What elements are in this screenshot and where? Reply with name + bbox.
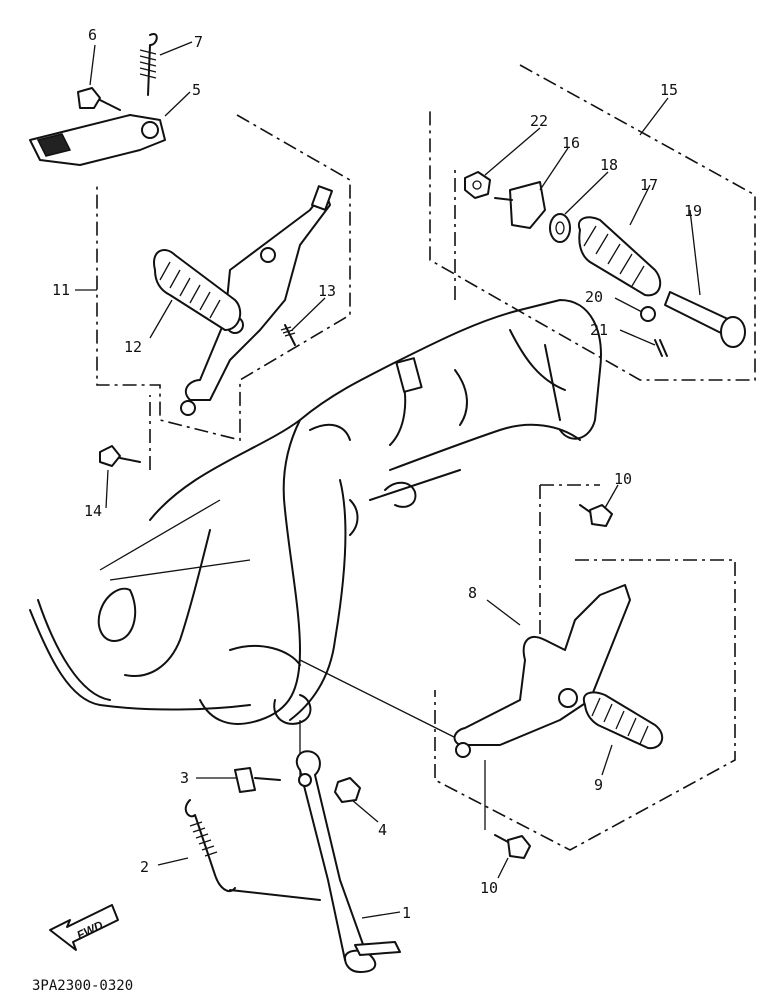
callout-10-bottom: 10 — [480, 879, 498, 897]
bolt-part-10-top — [579, 504, 613, 527]
group-11-boundary — [96, 114, 351, 442]
callout-leaders — [75, 41, 701, 919]
bolt-part-10-bottom — [494, 834, 531, 859]
callout-7: 7 — [194, 33, 203, 51]
callout-8: 8 — [468, 584, 477, 602]
callout-17: 17 — [640, 176, 658, 194]
frame-outline — [29, 299, 602, 725]
sidestand-part-1 — [295, 750, 401, 973]
callout-18: 18 — [600, 156, 618, 174]
callout-13: 13 — [318, 282, 336, 300]
callout-20: 20 — [585, 288, 603, 306]
callout-16: 16 — [562, 134, 580, 152]
footpeg-part-12 — [153, 249, 242, 331]
callout-1: 1 — [402, 904, 411, 922]
leader-10-top — [539, 484, 600, 640]
washer-part-20 — [640, 306, 656, 322]
pin-part-19 — [664, 291, 746, 348]
callout-22: 22 — [530, 112, 548, 130]
spring-part-7 — [139, 33, 158, 96]
callout-14: 14 — [84, 502, 102, 520]
callout-2: 2 — [140, 858, 149, 876]
callout-15: 15 — [660, 81, 678, 99]
bracket-part-5 — [29, 114, 166, 166]
bolt-part-6 — [77, 87, 121, 111]
callout-3: 3 — [180, 769, 189, 787]
callout-5: 5 — [192, 81, 201, 99]
bolt-part-14 — [99, 445, 141, 467]
callout-labels: 1 2 3 4 5 6 7 8 9 10 10 11 12 13 14 15 1… — [52, 26, 702, 922]
washer-part-18 — [549, 213, 571, 243]
callout-19: 19 — [684, 202, 702, 220]
cotter-pin-part-21 — [654, 339, 668, 357]
group-15-boundary — [429, 64, 756, 381]
callout-12: 12 — [124, 338, 142, 356]
nut-part-22 — [464, 171, 491, 199]
footpeg-part-9 — [582, 691, 664, 750]
fwd-direction-arrow: FWD — [49, 904, 119, 951]
callout-21: 21 — [590, 321, 608, 339]
footrest-bracket-part-8 — [453, 584, 631, 758]
bolt-part-3 — [234, 767, 281, 793]
spring-part-2 — [184, 799, 321, 901]
drawing-code: 3PA2300-0320 — [32, 978, 133, 994]
callout-6: 6 — [88, 26, 97, 44]
footpeg-part-17 — [577, 216, 662, 297]
callout-9: 9 — [594, 776, 603, 794]
callout-11: 11 — [52, 281, 70, 299]
nut-part-4 — [334, 777, 361, 803]
callout-4: 4 — [378, 821, 387, 839]
bracket-part-16 — [494, 181, 546, 229]
spring-part-13 — [280, 324, 296, 346]
group-8-boundary — [434, 559, 736, 851]
callout-10-top: 10 — [614, 470, 632, 488]
